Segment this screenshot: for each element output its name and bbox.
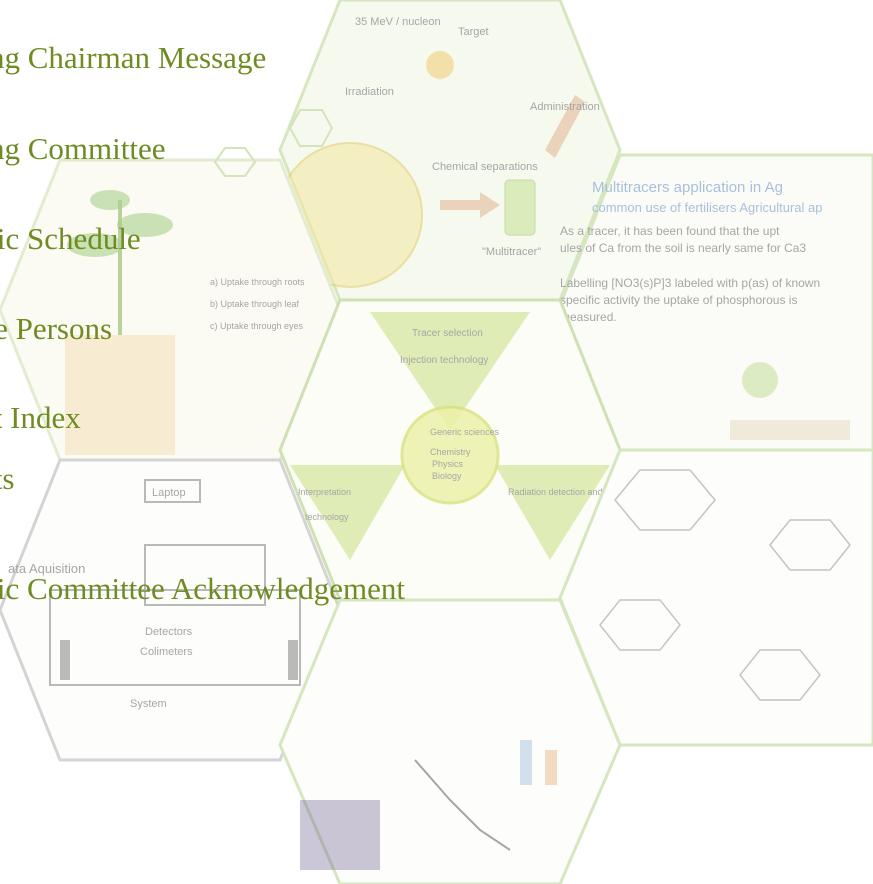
tile-right-text-5: specific activity the uptake of phosphor… [560, 293, 797, 307]
tile-left-text-0: a) Uptake through roots [210, 277, 305, 287]
tile-left-text-1: b) Uptake through leaf [210, 299, 300, 309]
tile-right-text-1: common use of fertilisers Agricultural a… [592, 200, 822, 215]
hex-bottom-center-tile [278, 598, 622, 884]
tile-top-text-3: Administration [530, 101, 600, 113]
tile-right-text-6: measured. [560, 310, 617, 324]
menu-item-organizing-committee[interactable]: izing Committee [0, 131, 166, 166]
tile-bl-text-1: ata Aquisition [8, 561, 85, 576]
tile-center-text-5: Biology [432, 471, 462, 481]
menu-item-scientific-committee-acknowledgement[interactable]: ific Committee Acknowledgement [0, 571, 406, 606]
menu-item-abstracts[interactable]: cts [0, 461, 15, 496]
tile-bl-text-0: Laptop [152, 487, 186, 499]
tile-center-text-8: Radiation detection and measurement [508, 487, 661, 497]
tile-center-text-0: Tracer selection [412, 328, 483, 339]
hex-right-tile: Multitracers application in Ag common us… [558, 153, 873, 452]
tile-top-text-0: 35 MeV / nucleon [355, 16, 441, 28]
menu-item-resource-persons[interactable]: rce Persons [0, 311, 113, 346]
tile-bl-text-4: System [130, 698, 167, 710]
tile-center-text-1: Injection technology [400, 355, 488, 366]
hex-bottom-left-tile: Laptop ata Aquisition Detectors Colimete… [0, 458, 342, 762]
tile-center-text-7: technology [305, 512, 349, 522]
tile-right-text-2: As a tracer, it has been found that the … [560, 224, 780, 238]
tile-right-text-3: ules of Ca from the soil is nearly same … [560, 241, 806, 255]
tile-right-text-0: Multitracers application in Ag [592, 179, 783, 196]
tile-top-text-2: Target [458, 26, 489, 38]
tile-left-text-2: c) Uptake through eyes [210, 321, 304, 331]
tile-top-text-4: Chemical separations [432, 161, 538, 173]
hex-bottom-right-tile [558, 448, 873, 747]
tile-center-text-3: Chemistry [430, 447, 471, 457]
tile-top-text-5: "Multitracer" [482, 246, 541, 258]
tile-top-text-1: Irradiation [345, 86, 394, 98]
hex-center-tile: Tracer selection Injection technology Ge… [278, 298, 661, 602]
tile-center-text-6: Interpretation [298, 487, 351, 497]
menu-item-abstract-index[interactable]: ct Index [0, 400, 81, 435]
menu-item-scientific-schedule[interactable]: ific Schedule [0, 221, 141, 256]
hex-top-tile: 35 MeV / nucleon Irradiation Target Admi… [277, 0, 622, 302]
tile-right-text-4: Labelling [NO3(s)P]3 labeled with p(as) … [560, 276, 820, 290]
tile-bl-text-3: Colimeters [140, 646, 193, 658]
tile-bl-text-2: Detectors [145, 626, 193, 638]
tile-center-text-4: Physics [432, 459, 464, 469]
menu-item-chairman-message[interactable]: izing Chairman Message [0, 40, 267, 75]
tile-center-text-2: Generic sciences [430, 427, 500, 437]
hex-left-tile: a) Uptake through roots b) Uptake throug… [0, 158, 342, 462]
